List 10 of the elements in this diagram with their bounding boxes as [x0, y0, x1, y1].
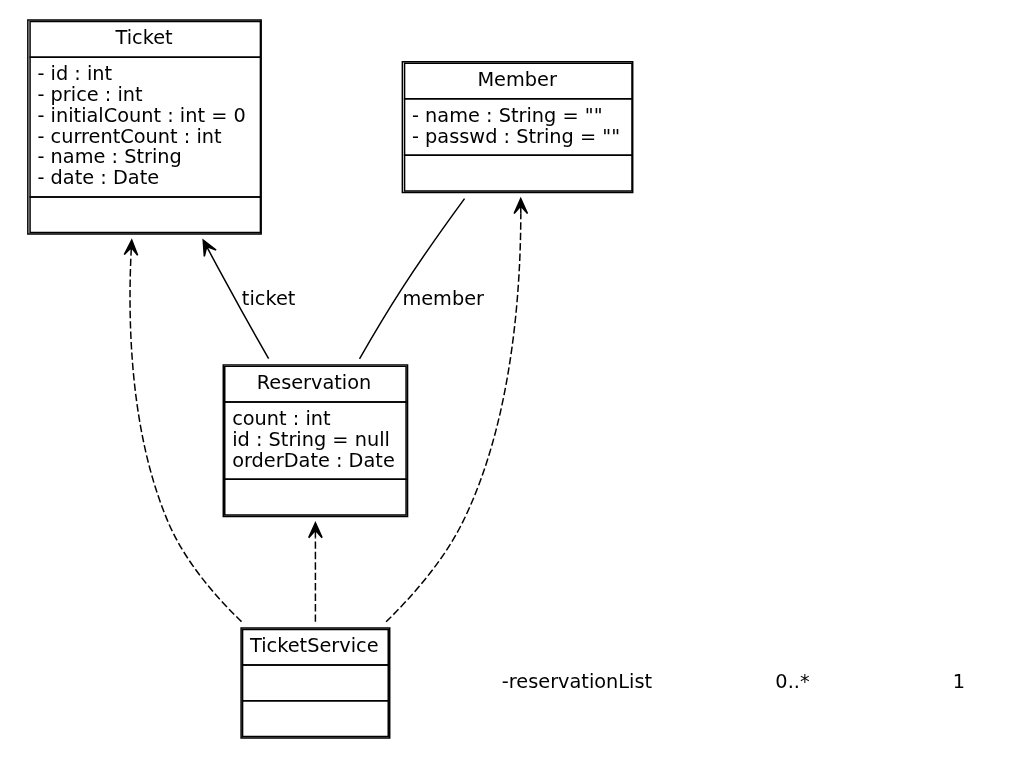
- edge-label: member: [401, 286, 484, 310]
- connector: [358, 197, 465, 360]
- arrow: [307, 522, 323, 623]
- label: 0..*: [774, 669, 810, 693]
- label: -reservationList: [501, 669, 652, 693]
- arrow: [384, 197, 528, 623]
- arrow: [123, 239, 242, 623]
- arrow: [201, 239, 269, 360]
- label: 1: [952, 669, 965, 693]
- edge-label: ticket: [241, 286, 295, 310]
